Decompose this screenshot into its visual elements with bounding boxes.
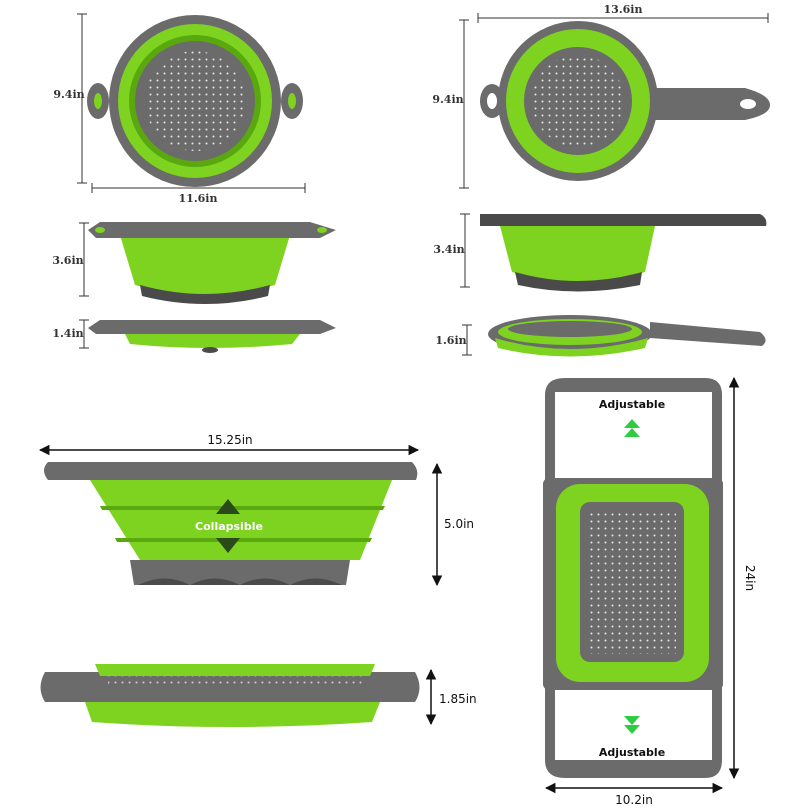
label-rect-folded: 1.85in bbox=[439, 692, 477, 706]
round-colander-folded bbox=[88, 320, 336, 353]
label-handle-folded: 1.6in bbox=[435, 334, 466, 347]
label-handle-height: 9.4in bbox=[432, 93, 463, 106]
dimension-handle-height: 9.4in bbox=[432, 19, 469, 189]
collapse-arrows-icon bbox=[216, 499, 240, 553]
rect-colander-folded bbox=[40, 664, 420, 727]
callout-adjustable-bottom: Adjustable bbox=[599, 746, 665, 759]
label-rect-depth: 5.0in bbox=[444, 517, 474, 531]
dimension-handle-depth: 3.4in bbox=[433, 213, 470, 288]
handled-colander-folded bbox=[488, 315, 766, 357]
dimension-ext-length: 24in bbox=[728, 376, 757, 780]
dimension-round-height: 9.4in bbox=[53, 13, 87, 184]
label-round-depth: 3.6in bbox=[52, 254, 83, 267]
adjust-arrows-icon bbox=[624, 716, 640, 734]
label-handle-width: 13.6in bbox=[604, 3, 643, 16]
rect-colander-side-view: Collapsible bbox=[44, 462, 418, 585]
handled-colander-side-view bbox=[480, 214, 767, 292]
dimension-handle-width: 13.6in bbox=[477, 3, 769, 23]
label-round-width: 11.6in bbox=[179, 192, 218, 205]
label-ext-length: 24in bbox=[743, 565, 757, 591]
label-rect-width: 15.25in bbox=[207, 433, 252, 447]
dimension-round-width: 11.6in bbox=[91, 183, 306, 205]
label-ext-width: 10.2in bbox=[615, 793, 653, 807]
callout-adjustable-top: Adjustable bbox=[599, 398, 665, 411]
adjust-arrows-icon bbox=[624, 419, 640, 437]
handled-colander-top-view bbox=[480, 21, 770, 181]
dimension-rect-folded: 1.85in bbox=[425, 668, 477, 726]
extendable-colander-top-view: Adjustable Adjustable bbox=[543, 378, 723, 778]
round-colander-side-view bbox=[88, 222, 336, 304]
round-colander-top-view bbox=[87, 15, 303, 187]
dimension-rect-width: 15.25in bbox=[38, 433, 420, 456]
dimension-rect-depth: 5.0in bbox=[431, 462, 474, 587]
dimension-round-folded: 1.4in bbox=[52, 319, 89, 349]
dimension-ext-width: 10.2in bbox=[544, 782, 724, 807]
label-round-height: 9.4in bbox=[53, 88, 84, 101]
label-handle-depth: 3.4in bbox=[433, 243, 464, 256]
label-round-folded: 1.4in bbox=[52, 327, 83, 340]
dimension-handle-folded: 1.6in bbox=[435, 324, 472, 356]
dimension-round-depth: 3.6in bbox=[52, 222, 89, 297]
callout-collapsible: Collapsible bbox=[195, 520, 263, 533]
